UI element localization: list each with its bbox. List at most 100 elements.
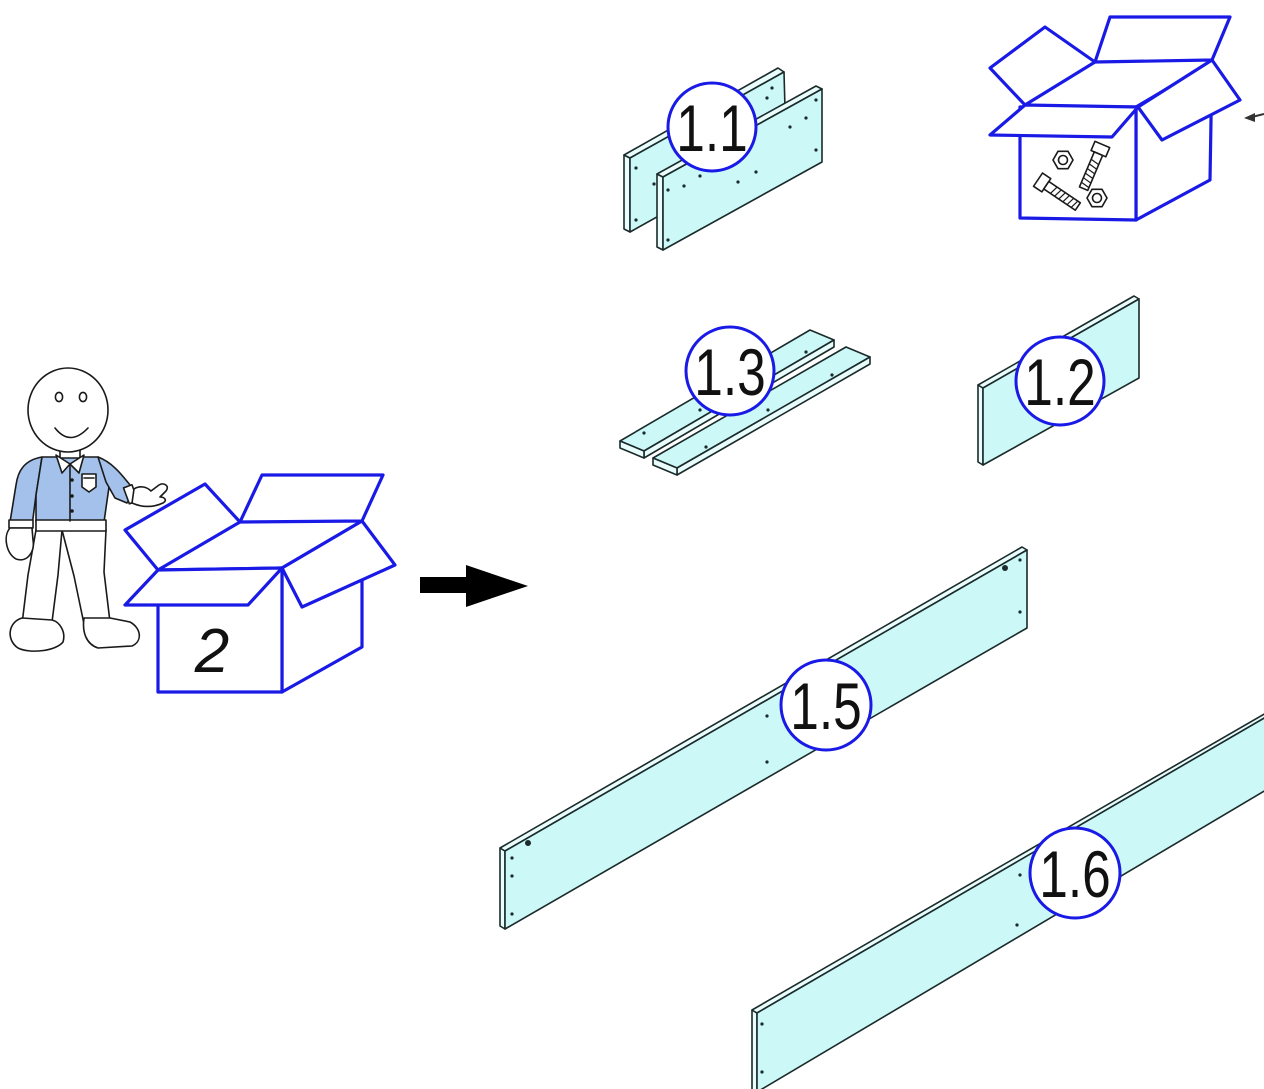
slat-end-face: [619, 440, 645, 459]
arrow-shaft: [420, 577, 472, 593]
hole-dot: [666, 238, 670, 242]
nut-icon: [1086, 188, 1108, 208]
bolt-icon: [1078, 140, 1111, 192]
panel-face: [756, 717, 1264, 1089]
arrow-right-icon: [420, 565, 528, 607]
hole-dot: [766, 408, 770, 412]
hole-dot: [698, 408, 702, 412]
arrow-tip: [1244, 113, 1255, 122]
part-1-2: 1.2: [977, 295, 1140, 466]
panel-edge: [499, 546, 1028, 852]
part-number-label: 1.5: [790, 669, 862, 744]
hole-dot: [814, 148, 818, 152]
panel-face: [662, 88, 823, 251]
bolt-thread: [1088, 163, 1098, 170]
smile: [54, 427, 89, 439]
hole-dot: [698, 174, 702, 178]
hole-dot: [666, 188, 670, 192]
assembler-figure: [5, 367, 169, 652]
slat-end-face: [652, 457, 678, 476]
bolt-thread: [1084, 172, 1094, 179]
box-left-flap: [988, 25, 1097, 107]
box-back-flap: [238, 473, 385, 524]
part-1-6: 1.6: [751, 713, 1264, 1089]
head: [27, 367, 109, 453]
left-shoe: [9, 617, 65, 652]
nut-hole: [1091, 192, 1103, 204]
part-1-5: 1.5: [499, 546, 1028, 930]
hole-dot: [634, 166, 638, 170]
shirt-pocket-badge: [81, 473, 97, 493]
panel-edge: [656, 173, 664, 251]
hole-dot: [682, 184, 686, 188]
hole-dot: [830, 373, 834, 377]
right-hand: [131, 483, 169, 508]
right-shoe: [82, 617, 141, 649]
part-number-label: 1.2: [1024, 345, 1096, 420]
bolt-thread: [1081, 181, 1090, 189]
hole-dot: [754, 170, 758, 174]
box-front-flap: [988, 103, 1140, 139]
hardware-box: [988, 15, 1242, 222]
shirt-button: [70, 509, 74, 513]
step-box: 2: [123, 473, 397, 694]
hole-dot: [736, 180, 740, 184]
arrow-left-icon: [1244, 113, 1264, 122]
nut-icon: [1052, 150, 1074, 170]
panel-face: [504, 549, 1028, 930]
box-number: 2: [194, 617, 229, 686]
box-right-flap: [280, 519, 397, 609]
nut-hole: [1057, 154, 1069, 166]
part-number-label: 1.1: [676, 91, 748, 166]
hole-dot: [634, 218, 638, 222]
box-right-flap: [1136, 58, 1242, 142]
left-eye: [54, 391, 64, 403]
box-back-flap: [1093, 15, 1232, 64]
box-left-flap: [123, 482, 242, 572]
hole-dot: [765, 714, 769, 718]
bolt-thread: [1054, 189, 1062, 197]
panel-edge: [751, 713, 1264, 1014]
part-label-circle: [666, 81, 758, 173]
part-label-circle: [1014, 335, 1106, 427]
shirt-button: [70, 494, 74, 498]
hole-dot: [642, 431, 646, 435]
left-hand: [5, 527, 35, 561]
hole-dot: [510, 856, 514, 860]
part-label-circle: [779, 658, 873, 752]
hole-dot: [1018, 873, 1022, 877]
arrow-head: [466, 565, 528, 607]
hole-dot: [652, 182, 656, 186]
hole-dot: [788, 125, 792, 129]
hole-dot: [760, 1022, 764, 1026]
hole-dot: [814, 98, 818, 102]
part-label-circle: [1028, 826, 1122, 920]
right-eye: [78, 391, 88, 403]
part-1-1: 1.1: [623, 67, 823, 251]
box-front-flap: [123, 566, 284, 607]
collar-right: [69, 454, 85, 474]
hole-dot: [704, 445, 708, 449]
collar-left: [55, 454, 71, 474]
bolt-thread: [1083, 177, 1092, 184]
bolt-icon: [1032, 172, 1082, 212]
bolt-thread: [1070, 200, 1079, 208]
hole-dot: [510, 874, 514, 878]
hole-dot: [1015, 923, 1019, 927]
hole-dot: [804, 350, 808, 354]
hole-dot: [765, 96, 769, 100]
bolt-thread: [1066, 197, 1075, 206]
part-number-label: 1.3: [694, 335, 766, 410]
bolt-thread: [1086, 168, 1096, 175]
left-cuff: [8, 519, 34, 529]
hole-dot: [525, 840, 531, 846]
part-number-label: 1.6: [1039, 837, 1111, 912]
part-1-3: 1.3: [619, 325, 871, 476]
belt: [35, 519, 107, 532]
pants-right-leg: [61, 529, 111, 625]
part-label-circle: [684, 325, 776, 417]
panel-edge: [623, 154, 631, 233]
hole-dot: [770, 86, 774, 90]
hole-dot: [510, 912, 514, 916]
